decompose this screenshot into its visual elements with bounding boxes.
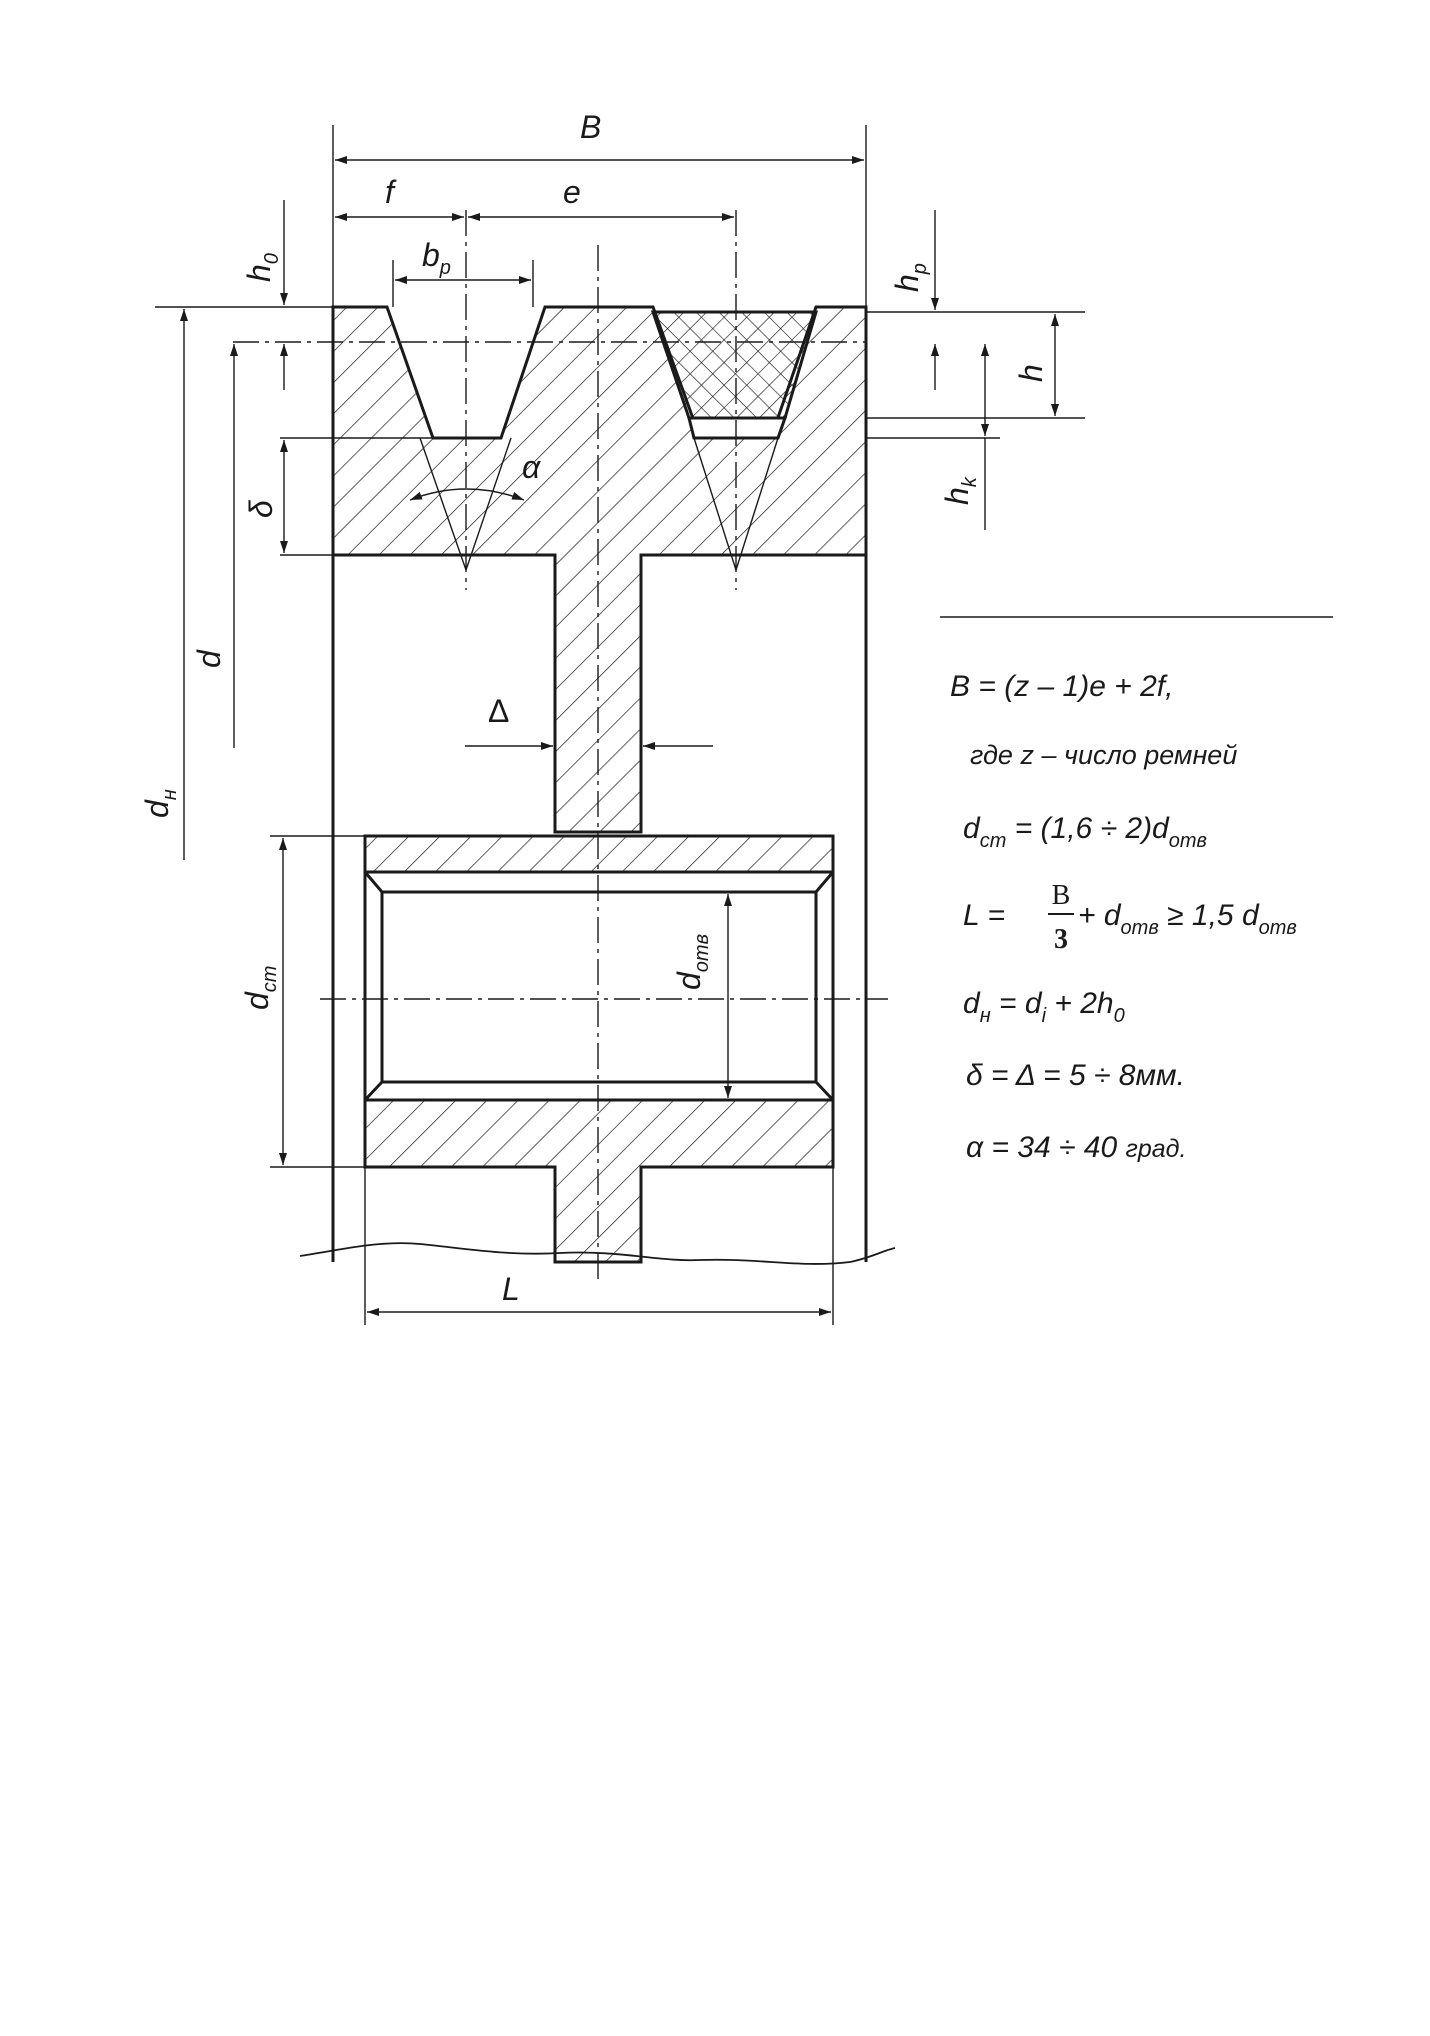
label-alpha: α xyxy=(522,449,541,485)
svg-text:+ dотв ≥ 1,5 dотв: + dотв ≥ 1,5 dотв xyxy=(1078,899,1297,939)
label-B: B xyxy=(580,109,601,145)
label-h: h xyxy=(1013,364,1049,382)
label-hp: hp xyxy=(889,263,931,292)
fraction-denominator: 3 xyxy=(1054,924,1068,955)
label-L: L xyxy=(502,1271,520,1307)
dimension-labels: B f e bp α h0 δ d dн dcm dотв Δ hp h hk … xyxy=(139,109,1049,1307)
label-hk: hk xyxy=(939,476,981,505)
hub-upper-wall xyxy=(363,834,835,874)
label-d: d xyxy=(191,649,227,668)
label-dn: dн xyxy=(139,789,181,818)
extension-lines xyxy=(155,125,1333,1325)
formula-block: B = (z – 1)e + 2f, где z – число ремней … xyxy=(950,670,1297,1164)
formula-alpha: α = 34 ÷ 40 град. xyxy=(966,1131,1186,1164)
label-h0: h0 xyxy=(241,253,283,282)
label-e: e xyxy=(563,174,581,210)
fraction-numerator: B xyxy=(1052,880,1071,911)
dimension-lines xyxy=(180,156,1059,1316)
pulley-outline xyxy=(299,555,896,1265)
formula-delta: δ = Δ = 5 ÷ 8мм. xyxy=(966,1059,1185,1092)
label-delta: δ xyxy=(243,499,279,518)
label-dst: dcm xyxy=(239,966,281,1010)
center-lines xyxy=(233,210,888,1285)
belt-bottom-band xyxy=(687,416,788,440)
label-f: f xyxy=(385,174,397,210)
label-Delta: Δ xyxy=(488,693,509,729)
formula-B: B = (z – 1)e + 2f, xyxy=(950,670,1173,703)
formula-dn: dн = di + 2h0 xyxy=(963,987,1125,1027)
pulley-section xyxy=(331,305,868,1264)
svg-text:L =: L = xyxy=(963,899,1005,932)
dim-alpha-arc xyxy=(409,488,525,501)
formula-dst: dcm = (1,6 ÷ 2)dотв xyxy=(963,812,1207,852)
label-dotv: dотв xyxy=(671,934,713,990)
label-bp: bp xyxy=(422,237,451,279)
formula-L: L = B 3 + dотв ≥ 1,5 dотв xyxy=(963,880,1297,955)
formula-note-z: где z – число ремней xyxy=(970,740,1237,770)
hub-lower-wall xyxy=(363,1098,835,1264)
